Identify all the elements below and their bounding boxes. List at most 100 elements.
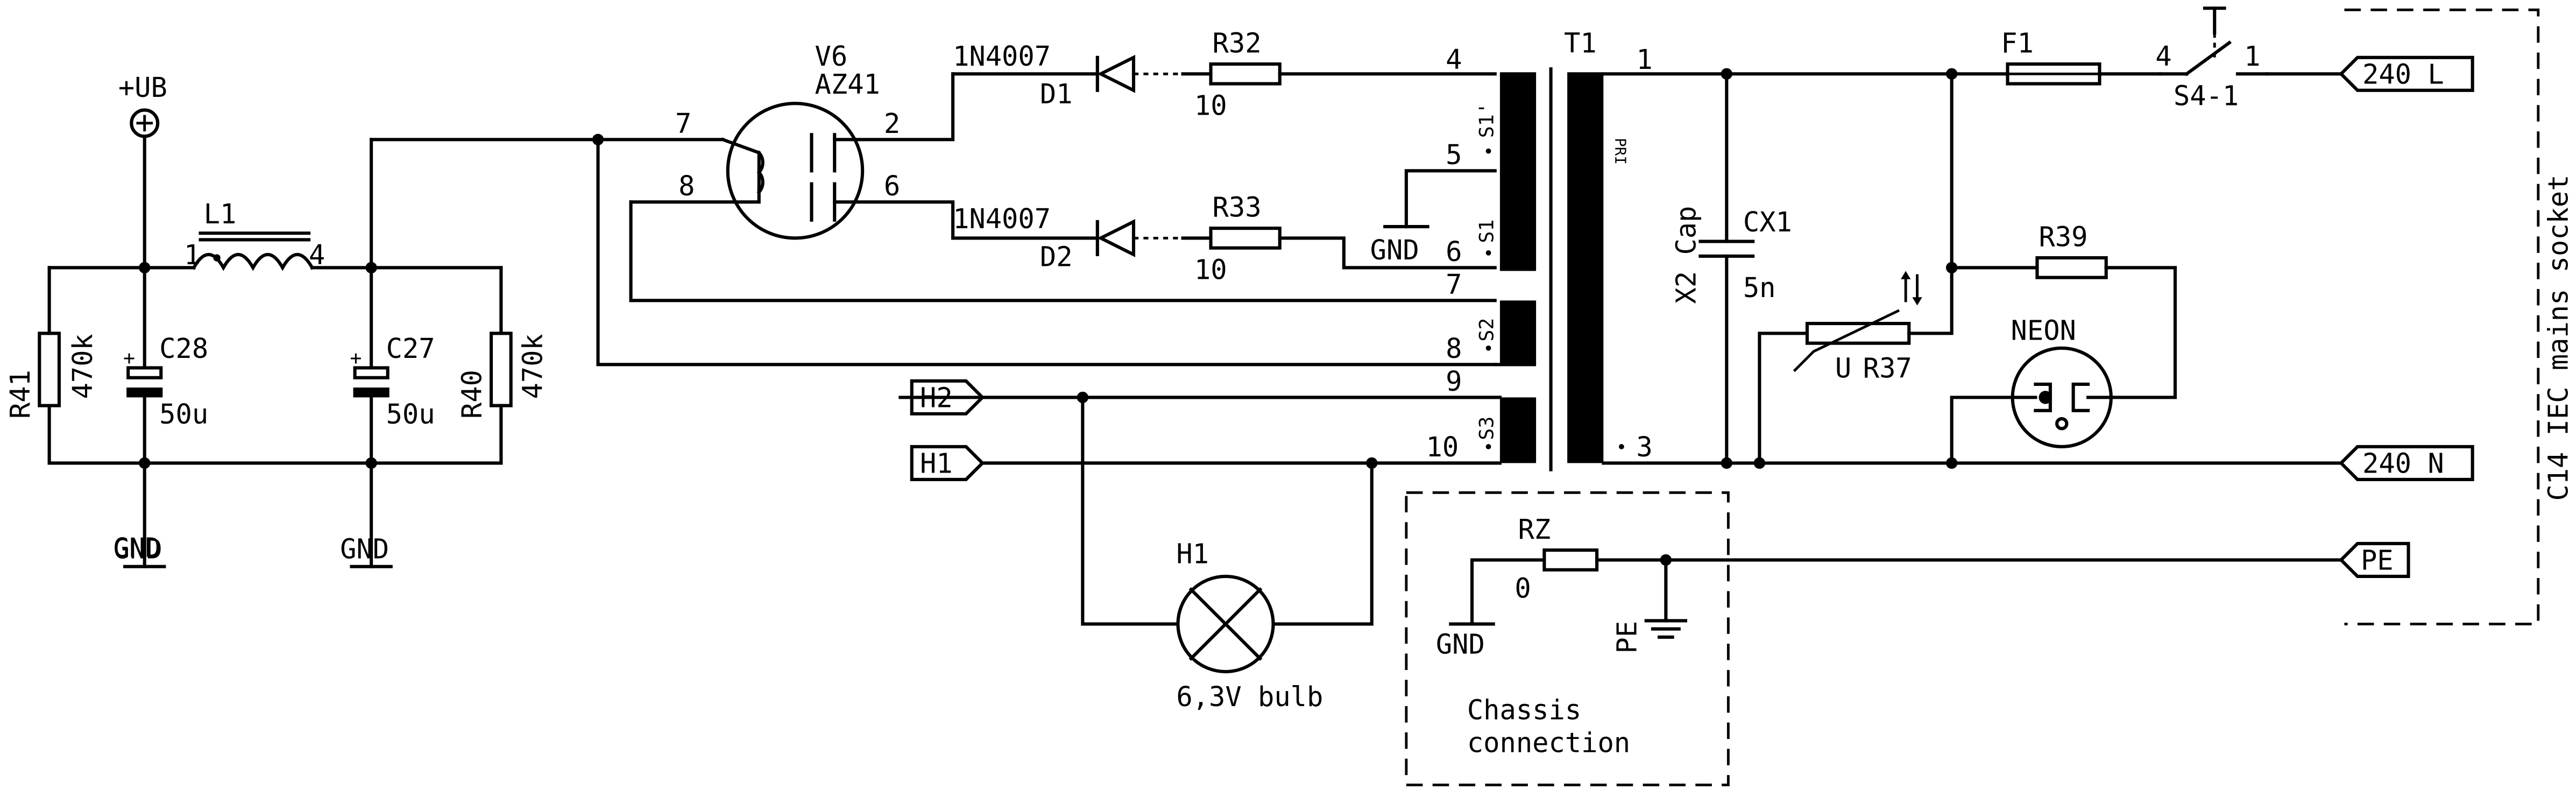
gnd-label: GND [1436,628,1485,660]
svg-text:+: + [123,346,135,369]
v6-pin6: 6 [884,170,900,202]
capacitor-cx1: CX1 5n X2 Cap [1670,72,1792,465]
t1-pin1: 1 [1636,44,1652,75]
resistor-r40: R40 470k [456,266,549,465]
port-h2: H2 [910,379,985,415]
v6-pin7: 7 [675,108,691,139]
c28-value: 50u [159,398,208,430]
r40-value: 470k [517,334,549,399]
c27-value: 50u [386,398,435,430]
fuse-f1: F1 [2001,27,2101,86]
neon-lamp: NEON [1950,315,2114,465]
inductor-l1: L1 1 4 [184,198,325,271]
port-pe: PE [2339,541,2410,578]
resistor-r41: R41 470k [4,266,98,465]
t1-winding-s3: S3 [1475,417,1498,440]
gnd-label: GND [340,533,389,565]
cx1-type: X2 Cap [1670,206,1702,304]
c27-ref: C27 [386,333,435,364]
r33-value: 10 [1194,254,1227,286]
rectifier-tube-v6: V6 AZ41 7 8 2 6 [370,40,955,240]
r32-value: 10 [1194,90,1227,122]
h1-value: 6,3V bulb [1176,681,1323,713]
t1-winding-s1a: S1' [1475,102,1498,138]
t1-winding-pri: PRI [1611,138,1628,165]
port-240-l: 240_L [2339,55,2474,92]
capacitor-c27: + C27 50u [350,138,435,568]
l1-ref: L1 [204,198,237,230]
diode-d1: 1N4007 D1 [951,40,1183,110]
r41-value: 470k [67,334,98,399]
capacitor-c28: + C28 50u [123,266,208,568]
d2-ref: D2 [1040,241,1073,272]
svg-text:GND: GND [114,532,161,563]
d1-ref: D1 [1040,78,1073,110]
neon-ref: NEON [2011,315,2076,347]
t1-pin6: 6 [1446,236,1462,267]
t1-pin5: 5 [1446,139,1462,171]
t1-pin8: 8 [1446,333,1462,364]
wire [629,200,1497,302]
r37-ref: R37 [1863,353,1912,384]
resistor-rz: RZ 0 GND [1436,513,2343,660]
c28-ref: C28 [159,333,208,364]
d1-type: 1N4007 [953,40,1051,72]
r32-ref: R32 [1213,27,1262,59]
chassis-line1: Chassis [1467,694,1581,725]
switch-s4: 4 1 S4-1 [2155,6,2269,111]
l1-pin4: 4 [309,239,325,271]
v6-type: AZ41 [815,68,880,100]
socket-bracket: C14 IEC mains socket [2344,8,2574,625]
resistor-r39: R39 [1950,221,2177,399]
gnd-label: GND [1370,234,1419,266]
r37-mark: U [1835,353,1851,384]
cx1-value: 5n [1743,272,1776,304]
h1-ref: H1 [1176,538,1209,570]
gnd-symbol: GND [1370,169,1497,266]
r39-ref: R39 [2039,221,2087,253]
s4-pin1: 1 [2244,40,2260,72]
t1-pin10: 10 [1426,431,1459,463]
wire [596,138,1497,367]
ub-supply-symbol: +UB [118,72,167,138]
v6-pin8: 8 [678,170,695,202]
ub-label: +UB [118,72,167,103]
port-h1: H1 [910,445,985,481]
svg-text:240_N: 240_N [2362,448,2444,480]
earth-label: PE [1611,621,1643,654]
rz-value: 0 [1515,573,1531,604]
t1-pin9: 9 [1446,365,1462,397]
gnd-symbol: GND [114,532,166,568]
t1-pin7: 7 [1446,269,1462,300]
varistor-r37: U R37 [1758,266,1954,465]
chassis-box: Chassis connection [1405,491,1730,786]
t1-ref: T1 [1564,27,1597,59]
svg-text:PE: PE [2361,545,2394,576]
v6-ref: V6 [815,40,848,72]
rz-ref: RZ [1518,513,1551,545]
svg-text:+: + [350,346,362,369]
gnd-label: GND [114,533,162,565]
svg-text:240_L: 240_L [2362,59,2444,90]
t1-pin3: 3 [1636,431,1652,463]
r40-ref: R40 [456,370,488,419]
bulb-h1: H1 6,3V bulb [1081,396,1374,713]
cx1-ref: CX1 [1743,206,1792,238]
resistor-r32: R32 10 [1181,27,1497,122]
v6-pin2: 2 [884,108,900,139]
chassis-line2: connection [1467,727,1630,758]
s4-ref: S4-1 [2174,80,2239,111]
svg-text:H1: H1 [920,448,953,480]
earth-symbol: PE [1611,558,1688,654]
resistor-r33: R33 10 [1181,192,1497,286]
socket-label: C14 IEC mains socket [2543,174,2574,501]
t1-winding-s2: S2 [1475,318,1498,342]
f1-ref: F1 [2001,27,2034,59]
diode-d2: 1N4007 D2 [951,203,1183,272]
l1-pin1: 1 [184,239,200,271]
t1-pin4: 4 [1446,44,1462,75]
s4-pin4: 4 [2155,40,2171,72]
d2-type: 1N4007 [953,203,1051,235]
port-240-n: 240_N [2339,445,2474,481]
